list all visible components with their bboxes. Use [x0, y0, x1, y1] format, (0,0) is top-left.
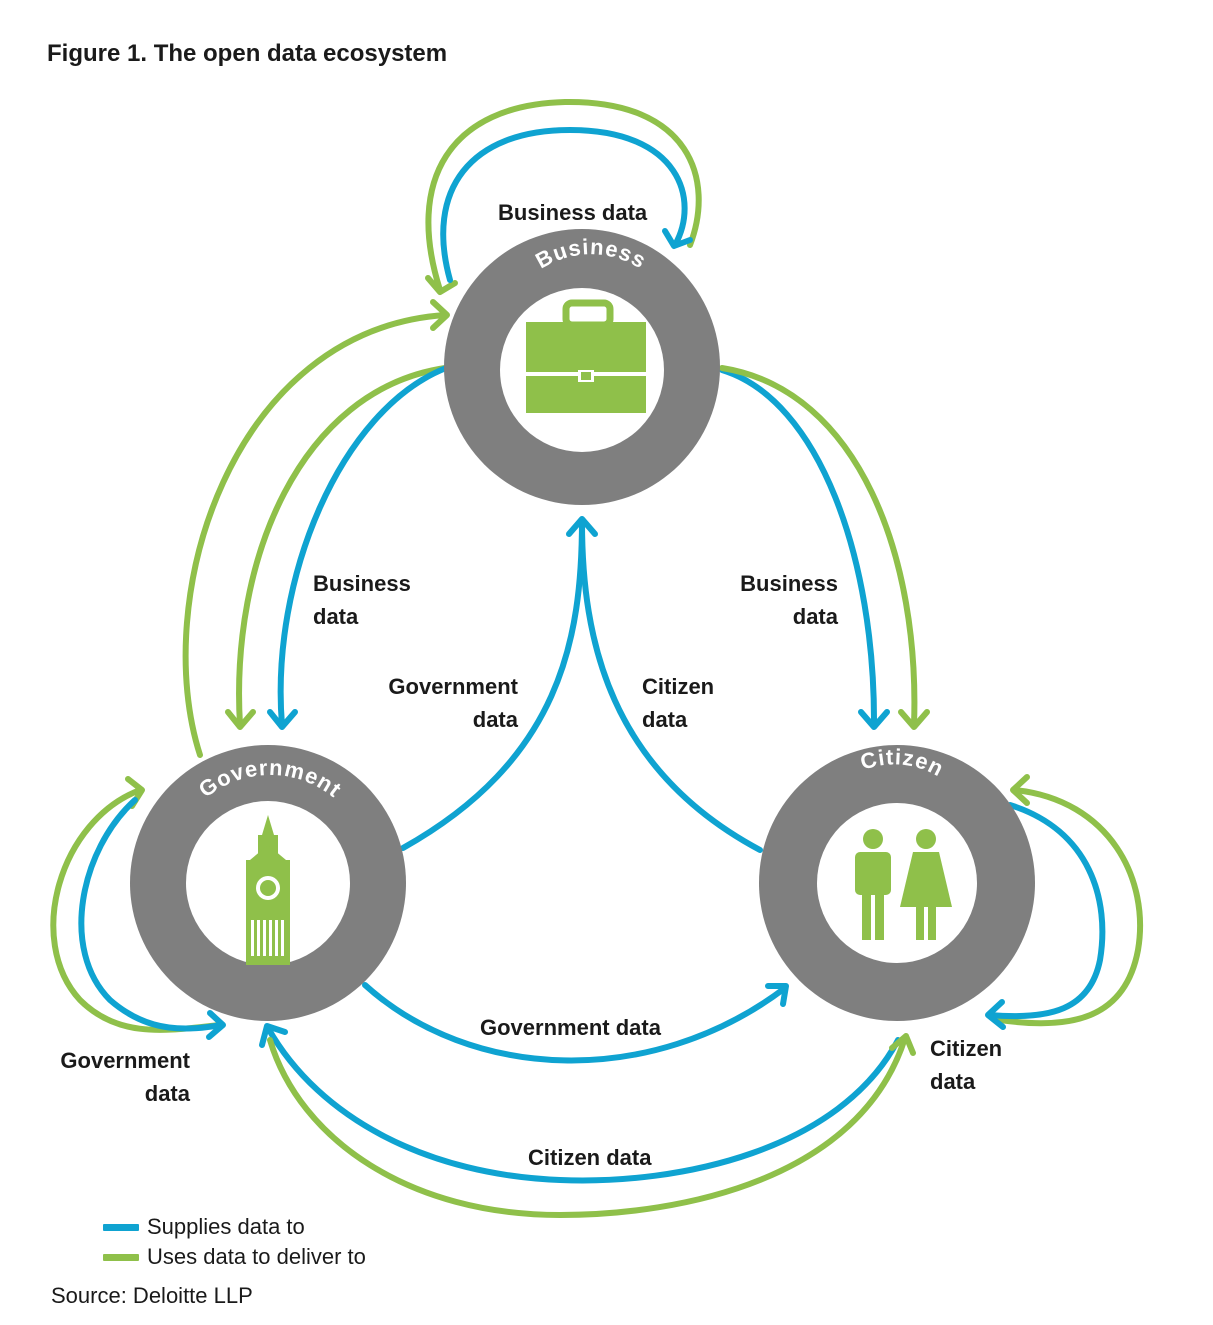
- label-government-self: Government data: [60, 1048, 190, 1106]
- label-business-to-citizen: Business data: [740, 571, 838, 629]
- arrowhead: [206, 1010, 226, 1040]
- label-government-to-business: Government data: [388, 674, 518, 732]
- edge-business-self-uses: [425, 98, 702, 293]
- edge-government-to-business-uses: [182, 312, 448, 758]
- citizen-node: Citizen: [759, 744, 1035, 1021]
- label-government-to-citizen: Government data: [480, 1015, 661, 1040]
- edge-citizen-to-government-uses: [267, 1035, 908, 1218]
- label-citizen-to-business: Citizen data: [642, 674, 715, 732]
- edge-government-to-citizen-supplies: [362, 982, 788, 1064]
- government-node: Government: [130, 745, 406, 1021]
- edge-business-to-government-supplies: [277, 365, 449, 728]
- arrowhead: [225, 709, 256, 730]
- arrowhead: [430, 299, 450, 331]
- edge-business-to-government-uses: [236, 365, 448, 728]
- legend: Supplies data to Uses data to deliver to: [103, 1212, 366, 1272]
- arrowhead: [858, 709, 890, 730]
- legend-item-uses: Uses data to deliver to: [103, 1242, 366, 1272]
- arrow-layer: [50, 98, 1144, 1218]
- label-business-to-government: Business data: [313, 571, 411, 629]
- arrowhead: [889, 1033, 916, 1056]
- label-citizen-self: Citizen data: [930, 1036, 1003, 1094]
- edge-business-self-supplies: [440, 127, 688, 283]
- arrowhead: [662, 228, 693, 249]
- legend-swatch-green: [103, 1253, 139, 1261]
- clock-tower-icon: [246, 815, 290, 965]
- arrowhead: [985, 999, 1006, 1030]
- arrowhead: [267, 709, 298, 730]
- label-citizen-to-government: Citizen data: [528, 1145, 652, 1170]
- edge-citizen-self-uses: [997, 787, 1144, 1027]
- briefcase-icon: [526, 299, 646, 413]
- business-node: Business: [444, 229, 720, 505]
- arrowhead: [1010, 774, 1030, 806]
- edge-business-to-citizen-supplies: [719, 367, 878, 728]
- legend-swatch-blue: [103, 1223, 139, 1231]
- edge-government-to-business-supplies: [400, 517, 585, 851]
- legend-label: Uses data to deliver to: [147, 1244, 366, 1269]
- legend-label: Supplies data to: [147, 1214, 305, 1239]
- figure-title: Figure 1. The open data ecosystem: [47, 40, 448, 67]
- legend-item-supplies: Supplies data to: [103, 1212, 366, 1242]
- source-note: Source: Deloitte LLP: [51, 1283, 253, 1308]
- arrowhead: [765, 983, 789, 1007]
- label-business-self: Business data: [498, 200, 648, 225]
- people-icon: [855, 829, 952, 940]
- edge-citizen-to-business-supplies: [579, 519, 763, 853]
- edge-government-self-supplies: [78, 797, 225, 1032]
- arrowhead: [898, 709, 930, 730]
- edge-business-to-citizen-uses: [719, 365, 918, 728]
- edge-citizen-to-government-supplies: [265, 1025, 901, 1184]
- arrowhead: [425, 275, 458, 295]
- edge-citizen-self-supplies: [987, 802, 1106, 1020]
- arrowhead: [259, 1023, 288, 1048]
